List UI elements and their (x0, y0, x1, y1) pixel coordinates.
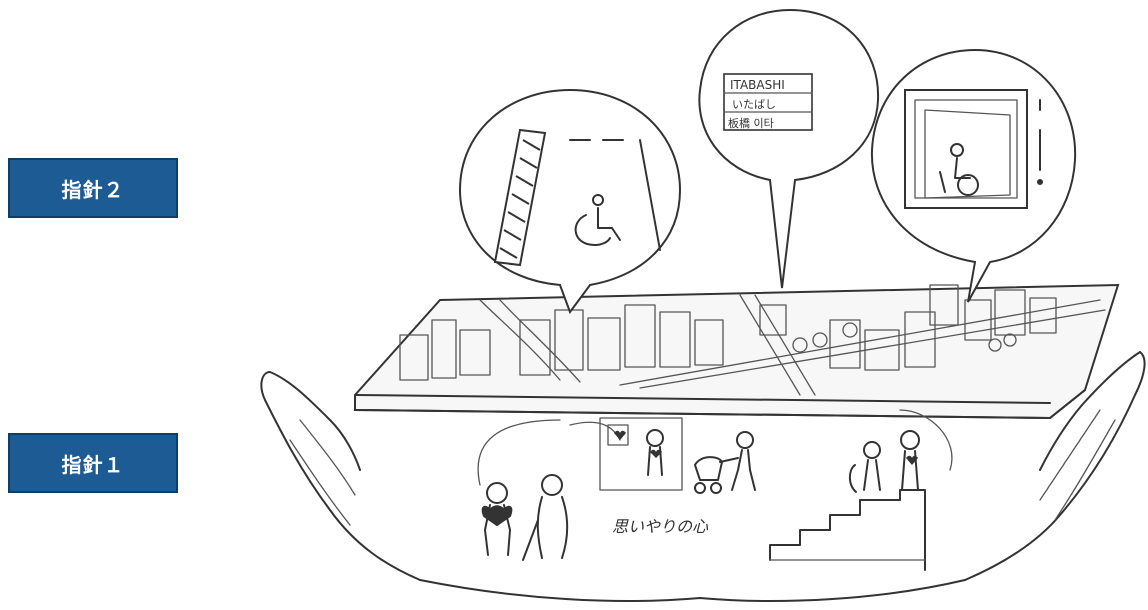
shop-scene (600, 418, 682, 490)
sign-english: ITABASHI (730, 78, 785, 92)
person-with-heart (483, 483, 512, 555)
hands-bottom-curve (420, 580, 965, 601)
people-scene: 思いやりの心 (478, 410, 952, 570)
sign-hiragana: いたばし (732, 98, 776, 111)
elderly-person-with-cane (523, 475, 567, 560)
bubble-accessible-parking (460, 90, 680, 312)
people-on-stairs (850, 431, 919, 492)
parent-with-stroller (695, 432, 755, 493)
sign-kanji-korean: 板橋 이타 (728, 116, 774, 130)
bubble-multilingual-sign: ITABASHI いたばし 板橋 이타 (699, 10, 878, 288)
handwritten-caption: 思いやりの心 (612, 517, 709, 536)
stairs (770, 490, 925, 570)
city-block (355, 285, 1118, 418)
bubble-elevator (872, 50, 1075, 302)
